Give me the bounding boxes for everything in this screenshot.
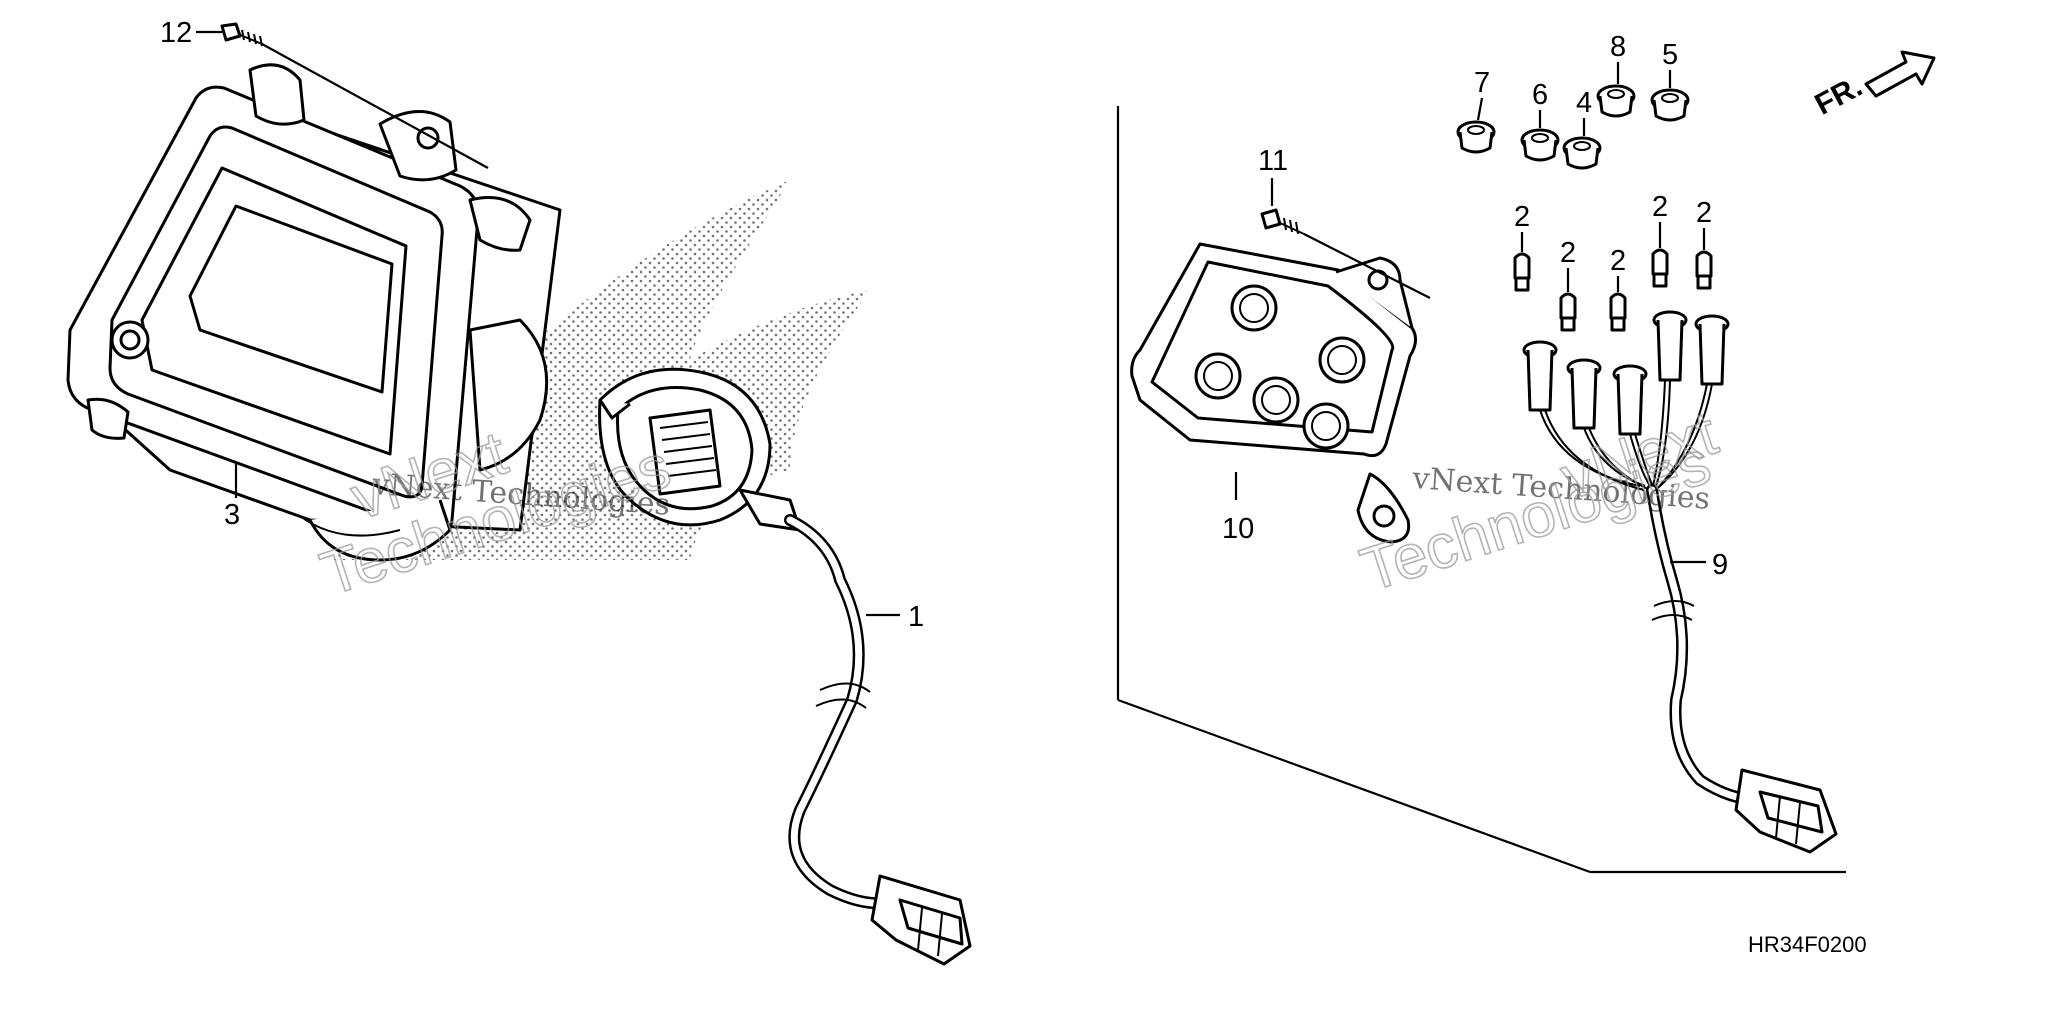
indicator-panel-10 [1130, 242, 1417, 544]
bulbs [1513, 248, 1713, 332]
grommets [1456, 84, 1690, 170]
callout-4: 4 [1576, 87, 1592, 119]
callout-9: 9 [1712, 549, 1728, 581]
callout-10: 10 [1222, 513, 1254, 545]
meter-assembly [66, 63, 562, 562]
cable-harness-1 [598, 367, 972, 966]
screw-11 [1260, 208, 1431, 299]
callout-1: 1 [908, 601, 924, 633]
callout-2d: 2 [1652, 191, 1668, 223]
callout-3: 3 [224, 499, 240, 531]
callout-12: 12 [160, 17, 192, 49]
callout-8: 8 [1610, 31, 1626, 63]
callout-5: 5 [1662, 39, 1678, 71]
callout-labels: 12 3 1 10 11 7 6 4 8 5 2 2 2 2 2 9 [160, 17, 1728, 633]
callout-2e: 2 [1696, 197, 1712, 229]
callout-7: 7 [1474, 67, 1490, 99]
callout-6: 6 [1532, 79, 1548, 111]
callout-2a: 2 [1514, 201, 1530, 233]
front-direction-arrow: FR. [1810, 50, 1936, 122]
screw-12 [220, 22, 489, 169]
callout-2b: 2 [1560, 237, 1576, 269]
callout-11: 11 [1258, 145, 1288, 177]
figure-code: HR34F0200 [1748, 932, 1867, 957]
fr-label: FR. [1810, 70, 1868, 122]
section-frame-lines [1116, 106, 1846, 874]
socket-harness-9 [1522, 310, 1838, 854]
callout-2c: 2 [1610, 245, 1626, 277]
